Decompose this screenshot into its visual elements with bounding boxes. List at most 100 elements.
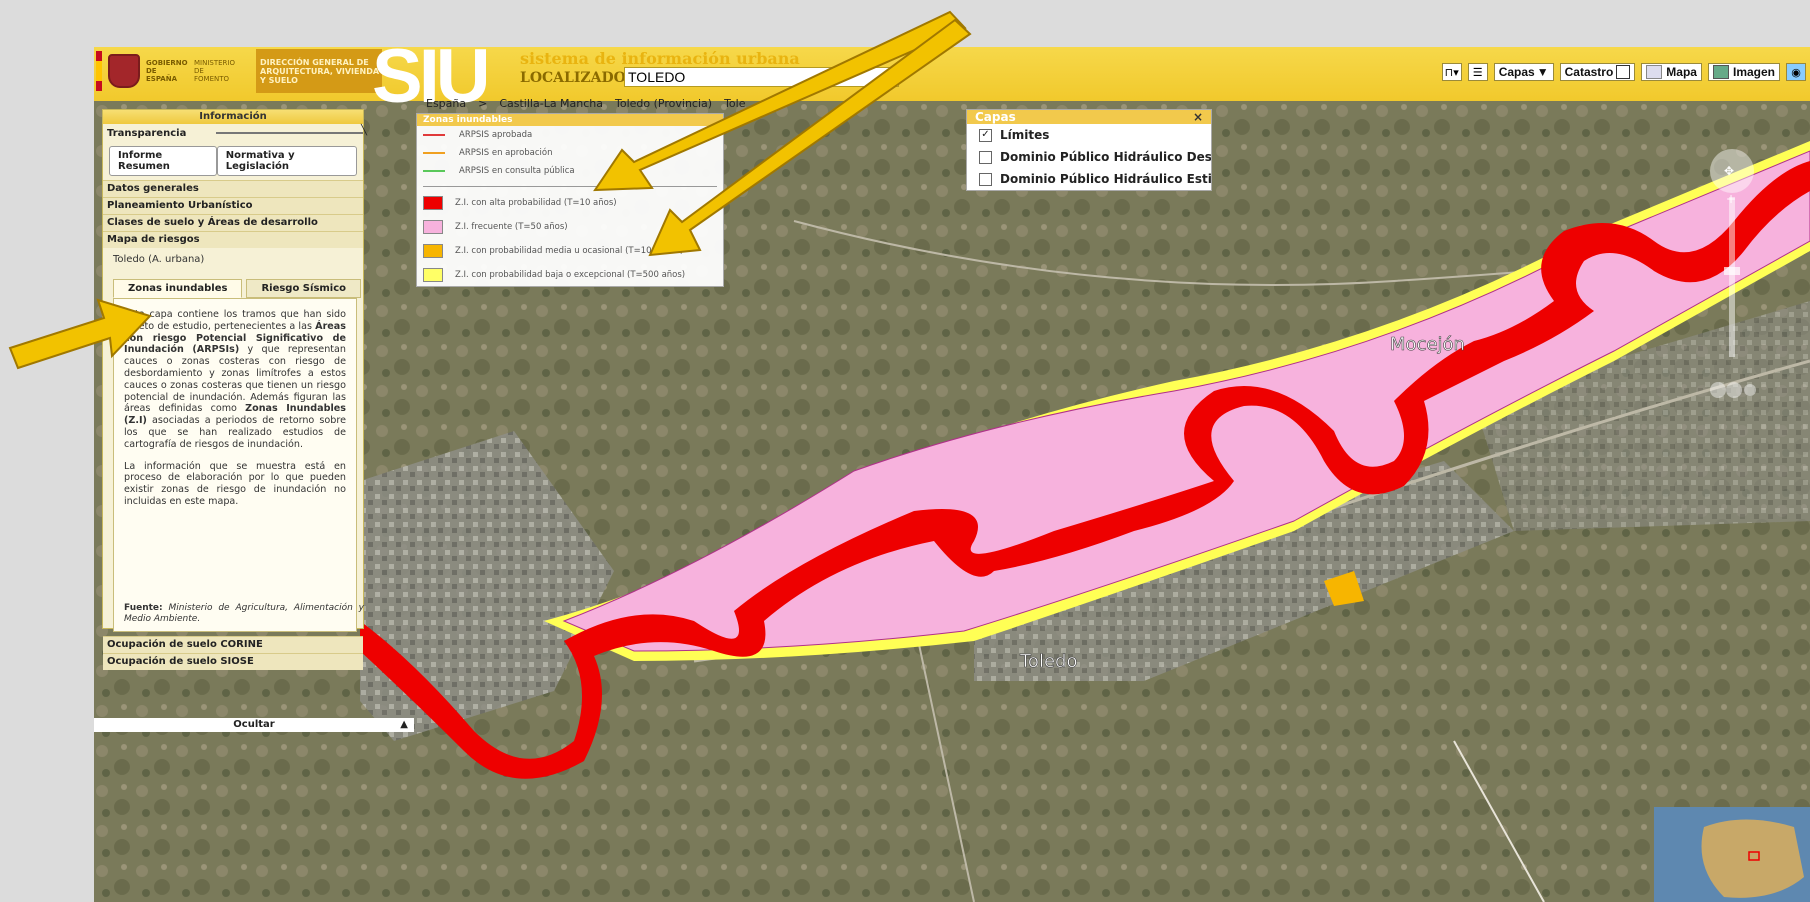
text-bold: Áreas con riesgo Potencial Significativo… <box>124 320 346 356</box>
chevron-down-icon: ▼ <box>1536 65 1549 79</box>
spain-flag-icon <box>96 51 102 91</box>
location-label: Toledo (A. urbana) <box>113 254 205 265</box>
panel-title: Información <box>103 110 363 124</box>
siu-logo[interactable]: SIU <box>372 47 491 119</box>
breadcrumb-item[interactable]: Tole <box>724 97 746 110</box>
source-note: Fuente: Ministerio de Agricultura, Alime… <box>124 603 364 625</box>
breadcrumb-item[interactable]: Toledo (Provincia) <box>615 97 713 110</box>
breadcrumb-item[interactable]: Castilla-La Mancha <box>499 97 604 110</box>
tab-zonas-inundables[interactable]: Zonas inundables <box>113 279 243 298</box>
rotate-left-icon[interactable] <box>1710 382 1726 398</box>
legend-label: ARPSIS en aprobación <box>459 148 553 158</box>
legend-label: ARPSIS en consulta pública <box>459 166 575 176</box>
annotation-arrow <box>8 298 152 370</box>
globe-icon[interactable]: ◉ <box>1786 63 1806 81</box>
catastro-toggle[interactable]: Catastro <box>1559 63 1636 81</box>
checkbox-checked[interactable]: ✓ <box>979 128 992 142</box>
zoom-in-icon[interactable]: + <box>1726 192 1736 206</box>
legend-line-item: ARPSIS en consulta pública <box>417 162 723 180</box>
info-panel: Información Transparencia ╲ Informe Resu… <box>102 109 367 670</box>
legend-line-item: ARPSIS aprobada <box>417 126 723 144</box>
breadcrumb: España > Castilla-La Mancha Toledo (Provinc… <box>426 97 757 110</box>
regulation-button[interactable]: Normativa y Legislación <box>216 146 357 176</box>
section-clases-suelo[interactable]: Clases de suelo y Áreas de desarrollo <box>103 214 363 231</box>
capas-button[interactable]: Capas▼ <box>1493 63 1554 81</box>
mapa-button[interactable]: Mapa <box>1641 63 1702 81</box>
legend-box-item: Z.I. frecuente (T=50 años) <box>417 215 723 239</box>
list-icon[interactable]: ☰ <box>1467 63 1488 81</box>
rotate-right-icon[interactable] <box>1744 384 1756 396</box>
layer-item-limites[interactable]: ✓ Límites <box>967 124 1211 146</box>
capas-panel: Capas× ✓ Límites Dominio Público Hidráuli… <box>966 109 1212 191</box>
source-text: Ministerio de Agricultura, Alimentación … <box>124 603 364 624</box>
tab-content: Esta capa contiene los tramos que han si… <box>113 298 364 632</box>
hide-label: Ocultar <box>233 719 275 730</box>
toolbar: ⊓▾ ☰ Capas▼ Catastro Mapa Imagen ◉ <box>1441 63 1806 81</box>
transparency-row: Transparencia ╲ <box>103 124 367 142</box>
hide-panel-button[interactable]: Ocultar ▲ <box>94 718 414 732</box>
legend-label: ARPSIS aprobada <box>459 130 533 140</box>
section-siose[interactable]: Ocupación de suelo SIOSE <box>103 653 363 670</box>
zoom-handle[interactable] <box>1724 267 1740 275</box>
transparency-slider[interactable]: ╲ <box>216 125 367 136</box>
report-summary-button[interactable]: Informe Resumen <box>109 146 217 176</box>
layer-label: Límites <box>1000 128 1050 142</box>
checkbox[interactable] <box>979 150 992 164</box>
dg-label: DIRECCIÓN GENERAL DE ARQUITECTURA, VIVIE… <box>260 57 380 85</box>
layer-label: Dominio Público Hidráulico Estima <box>1000 172 1211 186</box>
text-bold: Zonas Inundables (Z.I) <box>124 403 346 427</box>
coat-of-arms-icon <box>108 54 140 88</box>
disclaimer-paragraph: La información que se muestra está en pr… <box>124 460 346 507</box>
legend-box-item: Z.I. con probabilidad media u ocasional … <box>417 239 723 263</box>
text-run: Esta capa contiene los tramos que han si… <box>124 309 346 332</box>
tab-riesgo-sismico[interactable]: Riesgo Sísmico <box>246 279 362 298</box>
legend-label: Z.I. con alta probabilidad (T=10 años) <box>455 198 617 208</box>
map-canvas[interactable]: Mocejón Toledo <box>94 101 1810 902</box>
legend-line-item: ARPSIS en aprobación <box>417 144 723 162</box>
system-title: sistema de información urbana <box>520 49 800 68</box>
close-icon[interactable]: × <box>1192 110 1203 124</box>
ministry-label: MINISTERIO DE FOMENTO <box>194 59 235 83</box>
catastro-label: Catastro <box>1564 65 1614 79</box>
map-navigation-control[interactable]: ✥ + <box>1708 147 1756 407</box>
text-run: asociadas a periodos de retorno sobre lo… <box>124 415 346 450</box>
viewport-indicator <box>1748 851 1760 861</box>
dg-banner[interactable]: DIRECCIÓN GENERAL DE ARQUITECTURA, VIVIE… <box>256 49 382 93</box>
catastro-checkbox[interactable] <box>1616 65 1631 79</box>
legend-title: Zonas inundables <box>417 114 723 126</box>
overview-minimap[interactable] <box>1654 807 1810 902</box>
government-logo[interactable]: GOBIERNO DE ESPAÑA MINISTERIO DE FOMENTO <box>96 51 296 91</box>
layer-item-dph-estimado[interactable]: Dominio Público Hidráulico Estima <box>967 168 1211 190</box>
pan-control[interactable] <box>1710 149 1754 193</box>
tools-dropdown-icon[interactable]: ⊓▾ <box>1441 63 1462 81</box>
risk-tabs: Zonas inundables Riesgo Sísmico <box>113 279 363 298</box>
iberian-peninsula-shape <box>1701 819 1804 898</box>
zoom-out-icon[interactable] <box>1726 382 1742 398</box>
section-datos-generales[interactable]: Datos generales <box>103 180 363 197</box>
map-label-mocejon: Mocejón <box>1390 334 1465 355</box>
layer-label: Dominio Público Hidráulico Deslinda <box>1000 150 1211 164</box>
breadcrumb-item[interactable]: España <box>426 97 467 110</box>
section-corine[interactable]: Ocupación de suelo CORINE <box>103 636 363 653</box>
source-label: Fuente: <box>124 603 163 613</box>
imagen-button[interactable]: Imagen <box>1707 63 1780 81</box>
section-mapa-riesgos[interactable]: Mapa de riesgos <box>103 231 363 248</box>
map-label-toledo: Toledo <box>1019 651 1077 672</box>
transparency-label: Transparencia <box>107 127 187 139</box>
map-icon <box>1646 65 1663 79</box>
section-planeamiento[interactable]: Planeamiento Urbanístico <box>103 197 363 214</box>
text-run: y que representan cauces o zonas costera… <box>124 344 346 415</box>
legend-label: Z.I. con probabilidad media u ocasional … <box>455 246 684 256</box>
collapse-up-icon: ▲ <box>400 719 408 730</box>
mapa-label: Mapa <box>1666 65 1697 79</box>
legend-label: Z.I. con probabilidad baja o excepcional… <box>455 270 686 280</box>
checkbox[interactable] <box>979 172 992 186</box>
gov-label: GOBIERNO DE ESPAÑA <box>146 59 188 83</box>
zoom-slider[interactable] <box>1729 197 1735 357</box>
capas-header: Capas× <box>967 110 1211 124</box>
layer-item-dph-deslinde[interactable]: Dominio Público Hidráulico Deslinda <box>967 146 1211 168</box>
breadcrumb-separator: > <box>478 97 488 110</box>
slider-handle[interactable]: ╲ <box>360 125 367 136</box>
flood-legend: Zonas inundables ARPSIS aprobada ARPSIS … <box>416 113 724 287</box>
